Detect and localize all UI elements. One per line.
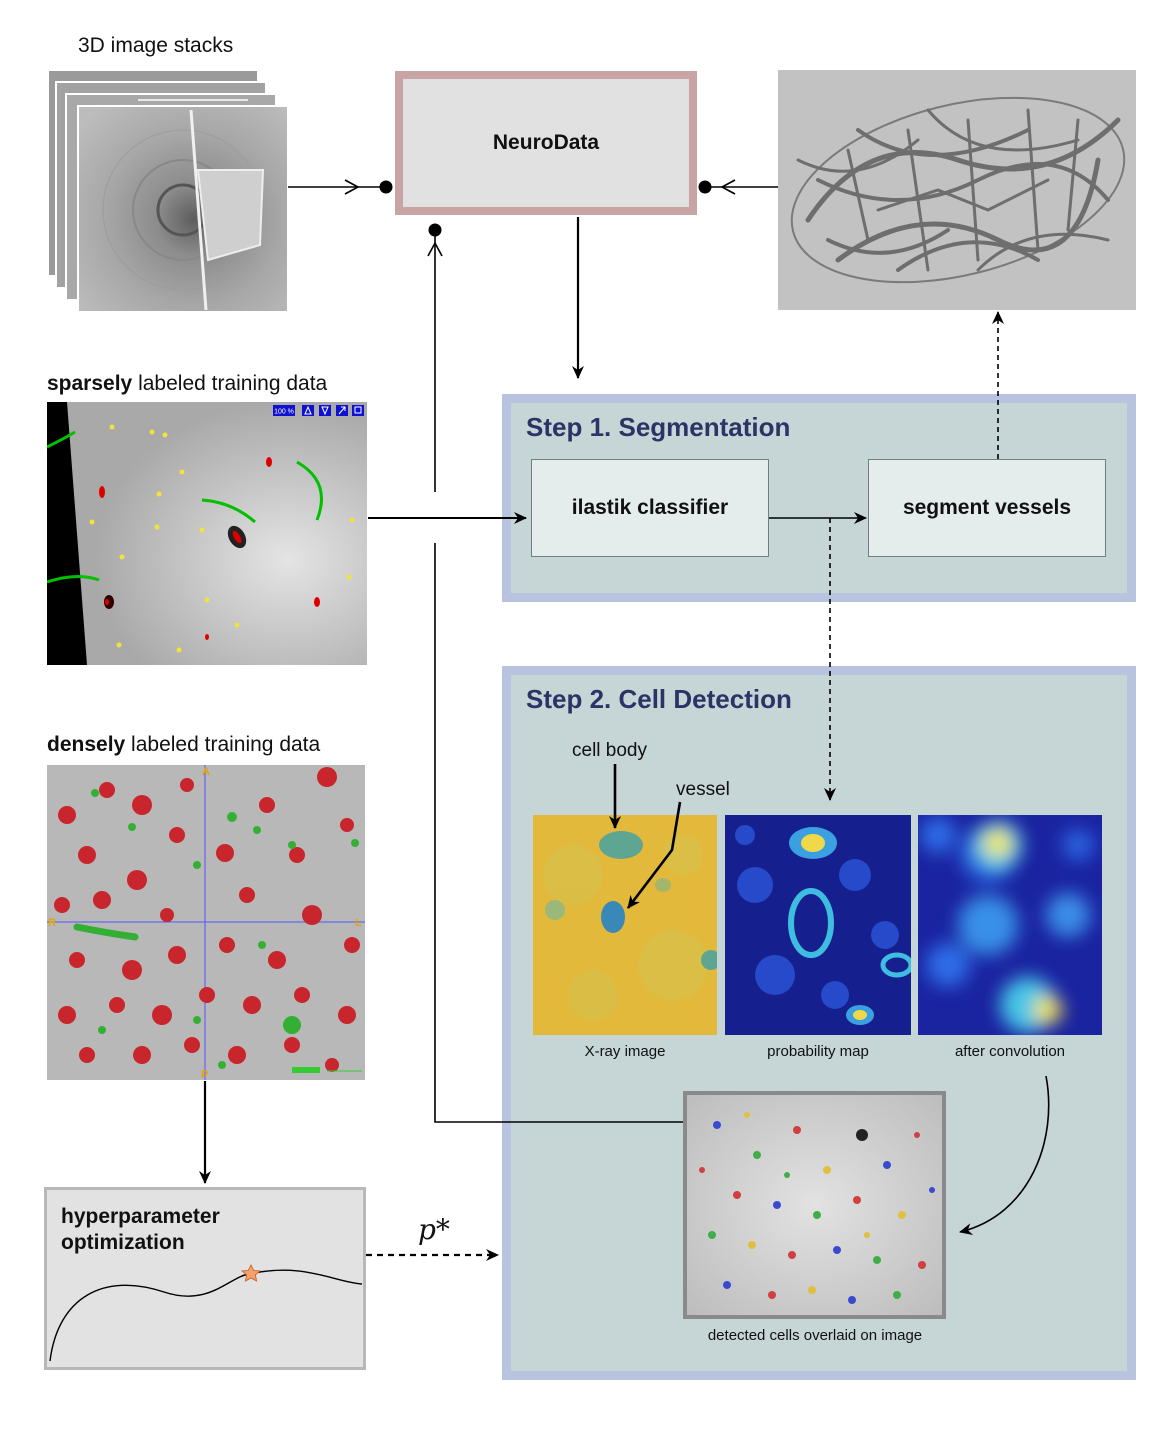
- probability-caption: probability map: [767, 1043, 869, 1060]
- cell-body-annotation: cell body: [572, 740, 647, 761]
- feedback-arrowhead-icon: [427, 241, 443, 257]
- sparse-label-bold: sparsely: [47, 372, 133, 395]
- objective-curve: [49, 1269, 363, 1362]
- image-stack-graphic: [47, 69, 289, 313]
- marker-bottom: P: [201, 1069, 208, 1080]
- xray-panel: [533, 815, 717, 1035]
- step2-title: Step 2. Cell Detection: [526, 684, 792, 714]
- vessel-render: [778, 70, 1136, 310]
- convolution-caption: after convolution: [954, 1043, 1066, 1060]
- hyper-title-line2: optimization: [61, 1231, 185, 1254]
- hyperparameter-box: hyperparameter optimization: [44, 1187, 366, 1370]
- sparse-label-rest: labeled training data: [132, 372, 328, 395]
- dense-training-image: A R L P: [47, 765, 365, 1080]
- dense-label-rest: labeled training data: [125, 733, 321, 756]
- stacks-arrowhead-icon: [344, 179, 360, 195]
- dense-label: densely labeled training data: [47, 733, 320, 757]
- neurodata-label: NeuroData: [492, 131, 600, 154]
- vessel-annotation: vessel: [676, 779, 730, 800]
- marker-left: R: [48, 917, 56, 929]
- marker-top: A: [202, 766, 210, 778]
- render-arrowhead-icon: [720, 179, 736, 195]
- optimal-parameter-label: p*: [418, 1213, 450, 1246]
- neurodata-box: NeuroData: [395, 71, 697, 215]
- step1-title: Step 1. Segmentation: [526, 412, 791, 442]
- stacks-label: 3D image stacks: [78, 34, 234, 57]
- convolution-to-detected-arrow: [959, 1075, 1050, 1235]
- viewer-zoom-readout: 100 %: [274, 409, 294, 416]
- sparse-training-image: 100 %: [47, 402, 367, 665]
- vessel-pointer-arrow: [626, 801, 682, 909]
- ilastik-classifier-label: ilastik classifier: [571, 496, 729, 519]
- segment-vessels-label: segment vessels: [902, 496, 1072, 519]
- sparse-label: sparsely labeled training data: [47, 372, 327, 396]
- detected-cells-panel: [683, 1091, 946, 1319]
- dense-label-bold: densely: [47, 733, 126, 756]
- hyper-title-line1: hyperparameter: [61, 1205, 220, 1228]
- detected-caption: detected cells overlaid on image: [707, 1327, 923, 1344]
- feedback-line-lower: [434, 543, 683, 1123]
- probability-map-panel: [725, 815, 911, 1035]
- marker-right: L: [355, 917, 362, 929]
- xray-caption: X-ray image: [584, 1043, 666, 1060]
- segment-vessels-box: segment vessels: [868, 459, 1106, 557]
- hyperparameter-title: hyperparameter optimization: [61, 1204, 220, 1256]
- optimum-star-icon: [241, 1264, 261, 1282]
- ilastik-classifier-box: ilastik classifier: [531, 459, 769, 557]
- convolution-panel: [918, 815, 1102, 1035]
